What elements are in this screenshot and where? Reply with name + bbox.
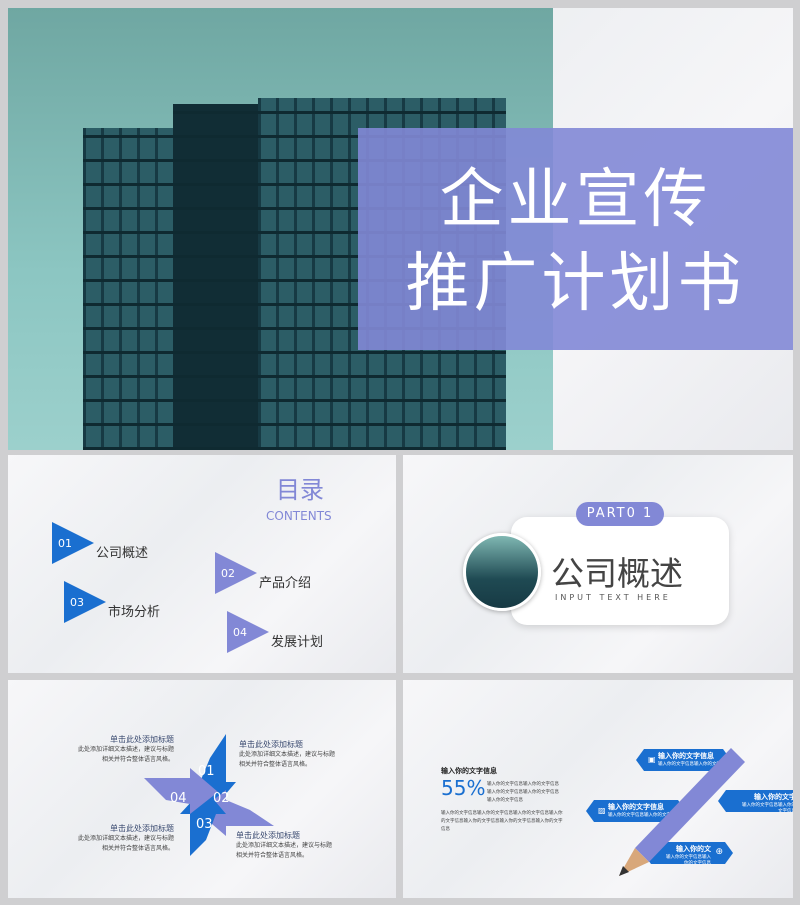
tag-4: 输入你的文输入你的文字信息输入你的文字信息⊕ — [643, 842, 733, 864]
tag-3: 输入你的文字信息输入你的文字信息输入你的文字信息▨ — [586, 800, 686, 822]
slide-1-title[interactable]: 企业宣传 推广计划书 — [8, 8, 793, 450]
step-01: 01 — [198, 764, 215, 779]
item-label: 市场分析 — [108, 605, 161, 620]
globe-icon: ⊕ — [715, 847, 723, 857]
slide-2-contents[interactable]: 目录 CONTENTS 01 公司概述 02 产品介绍 03 市场分析 04 发展计划 — [8, 455, 396, 673]
section-subtitle: INPUT TEXT HERE — [555, 593, 671, 602]
title-line-1: 企业宣传 — [439, 163, 712, 237]
info-heading: 输入你的文字信息 — [441, 767, 497, 775]
slide-4-steps[interactable]: 01 02 03 04 单击此处添加标题此处添加详细文本描述，建议与标题相关并符… — [8, 680, 396, 898]
item-number: 02 — [221, 567, 235, 580]
contents-subtitle: CONTENTS — [266, 509, 332, 523]
item-label: 发展计划 — [271, 635, 324, 650]
pinwheel-arrows — [144, 734, 274, 856]
text-block-2: 单击此处添加标题此处添加详细文本描述，建议与标题相关并符合整体语言风格。 — [239, 740, 336, 768]
tag-2: 输入你的文字输入你的文字信息输入你的文字信息⫼ — [718, 790, 793, 812]
pencil-graphic — [619, 748, 745, 876]
section-title: 公司概述 — [551, 554, 683, 593]
text-block-4: 单击此处添加标题此处添加详细文本描述，建议与标题相关并符合整体语言风格。 — [236, 831, 333, 859]
slide-5-info[interactable]: 输入你的文字信息 55% 输入你的文字信息输入你的文字信息输入你的文字信息输入你… — [403, 680, 793, 898]
building-core — [173, 104, 263, 450]
step-03: 03 — [196, 817, 213, 832]
info-paragraph: 输入你的文字信息输入你的文字信息输入你的文字信息输入你的文字信息输入你的文字信息… — [441, 811, 563, 832]
wallet-icon: ▣ — [648, 755, 656, 764]
step-02: 02 — [213, 791, 230, 806]
text-block-1: 单击此处添加标题此处添加详细文本描述，建议与标题相关并符合整体语言风格。 — [77, 735, 174, 763]
section-card — [511, 517, 729, 625]
title-line-2: 推广计划书 — [405, 247, 746, 321]
part-badge: PART0 1 — [576, 502, 664, 526]
percent-text: 输入你的文字信息输入你的文字信息输入你的文字信息输入你的文字信息输入你的文字信息 — [487, 782, 559, 803]
tag-1: 输入你的文字信息输入你的文字信息输入你的文字信息▣ — [636, 749, 731, 771]
item-number: 01 — [58, 537, 72, 550]
item-number: 04 — [233, 626, 247, 639]
building-avatar — [463, 533, 541, 611]
step-04: 04 — [170, 791, 187, 806]
arrow-02 — [198, 790, 274, 836]
slide-3-section[interactable]: PART0 1 公司概述 INPUT TEXT HERE — [403, 455, 793, 673]
title-box: 企业宣传 推广计划书 — [358, 128, 793, 350]
item-label: 产品介绍 — [259, 576, 312, 591]
arrow-04 — [144, 768, 218, 814]
contents-title: 目录 — [276, 476, 324, 504]
image-icon: ▨ — [598, 806, 606, 815]
text-block-3: 单击此处添加标题此处添加详细文本描述，建议与标题相关并符合整体语言风格。 — [77, 824, 174, 852]
percent-value: 55% — [441, 776, 486, 800]
item-label: 公司概述 — [96, 546, 149, 561]
item-number: 03 — [70, 596, 84, 609]
